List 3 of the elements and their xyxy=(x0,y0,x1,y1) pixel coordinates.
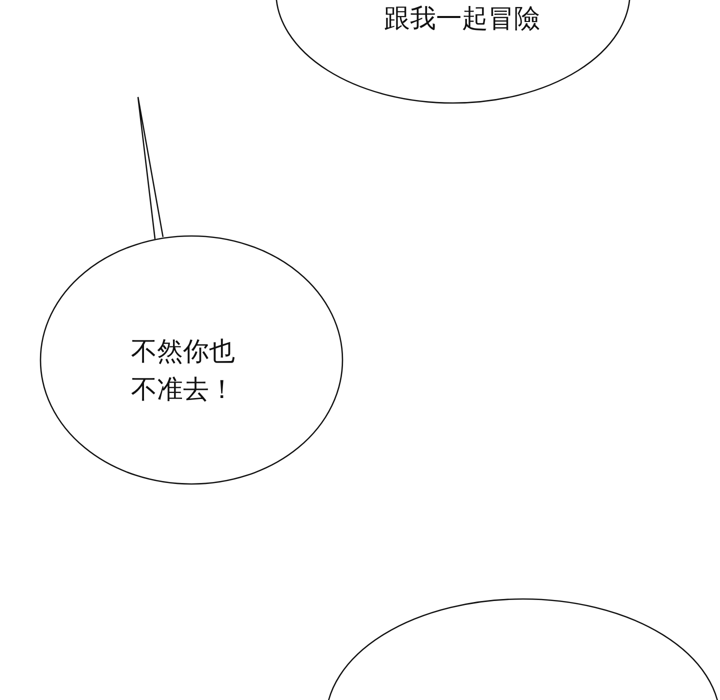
speech-text: 跟我一起冒險 xyxy=(383,3,541,36)
speech-text: 不然你也不准去！ xyxy=(131,336,236,407)
speech-bubble xyxy=(40,96,343,485)
